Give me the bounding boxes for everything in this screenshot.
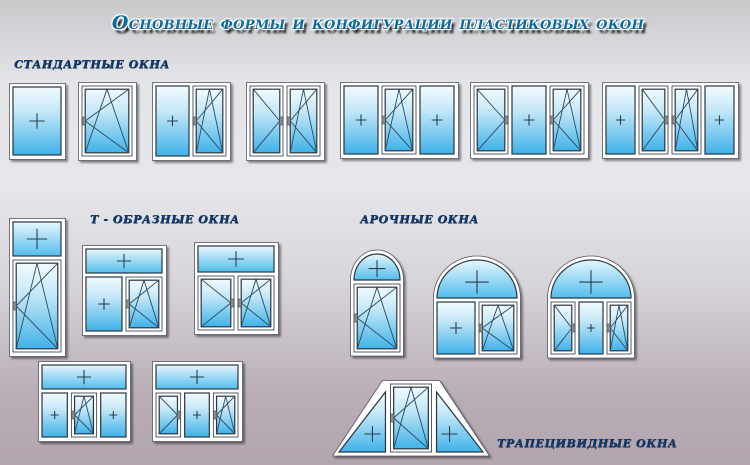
sash-tilt-left: [192, 85, 227, 157]
window-triple-fixed-tilt-fixed: [340, 82, 459, 159]
sash-fixed: [605, 85, 636, 155]
sash-turn-right: [197, 275, 235, 331]
sash-turn-right: [155, 392, 182, 438]
sash-fixed: [419, 85, 455, 155]
sash-tilt-left: [549, 85, 585, 155]
window-transom-turn-fixed-tilt: [152, 361, 243, 442]
sash-fixed: [436, 301, 476, 355]
sash-tilt-left: [606, 301, 632, 355]
sash-tilt-left: [286, 85, 321, 157]
sash-tilt-left: [671, 85, 702, 155]
window-quad-fixed-turn-tilt-fixed: [602, 82, 739, 159]
sash-tilt-left: [125, 276, 163, 332]
sash-tilt-left: [353, 283, 401, 353]
sash-fixed: [578, 301, 604, 355]
sash-fixed: [704, 85, 735, 155]
sash-tilt-left: [390, 383, 432, 453]
sash-turn-right: [550, 301, 576, 355]
sash-turn-right: [473, 85, 509, 155]
window-triple-turn-fixed-tilt: [470, 82, 589, 159]
sash-tilt-left: [478, 301, 518, 355]
sash-tilt-left: [81, 85, 133, 157]
sash-fixed: [85, 276, 123, 332]
window-double-fixed-tilt: [152, 82, 231, 161]
window-single-fixed: [9, 83, 66, 160]
section-label-arched: АРОЧНЫЕ ОКНА: [360, 213, 479, 226]
sash-tilt-left: [381, 85, 417, 155]
window-transom-turn-tilt: [194, 242, 279, 335]
window-transom-fixed-tilt-fixed: [38, 361, 131, 442]
sash-fixed: [511, 85, 547, 155]
window-transom-single-tilt: [9, 218, 66, 357]
window-arched-fixed-tilt: [433, 255, 521, 359]
window-transom-fixed-tilt: [82, 245, 167, 336]
section-label-t-shaped: Т - ОБРАЗНЫЕ ОКНА: [90, 213, 240, 226]
sash-fixed: [343, 85, 379, 155]
page-title: Основные формы и конфигурации пластиковы…: [111, 12, 645, 34]
sash-tilt-left: [12, 259, 62, 353]
sash-turn-right: [249, 85, 284, 157]
sash-fixed: [184, 392, 210, 438]
sash-fixed: [100, 392, 127, 438]
sash-fixed: [155, 85, 190, 157]
window-arched-turn-fixed-tilt: [547, 255, 635, 359]
sash-turn-right: [638, 85, 669, 155]
sash-fixed: [41, 392, 68, 438]
window-trapezoid-fixed-tilt-fixed: [331, 380, 491, 457]
sash-tilt-left: [212, 392, 239, 438]
section-label-trapezoid: ТРАПЕЦИВИДНЫЕ ОКНА: [497, 437, 678, 450]
sash-tilt-left: [237, 275, 275, 331]
section-label-standard: СТАНДАРТНЫЕ ОКНА: [14, 58, 170, 71]
sash-tilt-left: [70, 392, 98, 438]
window-single-tilt-turn: [78, 82, 137, 161]
sash-fixed: [12, 86, 62, 156]
window-arched-single-tilt: [350, 249, 404, 357]
window-double-turn-tilt: [246, 82, 325, 161]
